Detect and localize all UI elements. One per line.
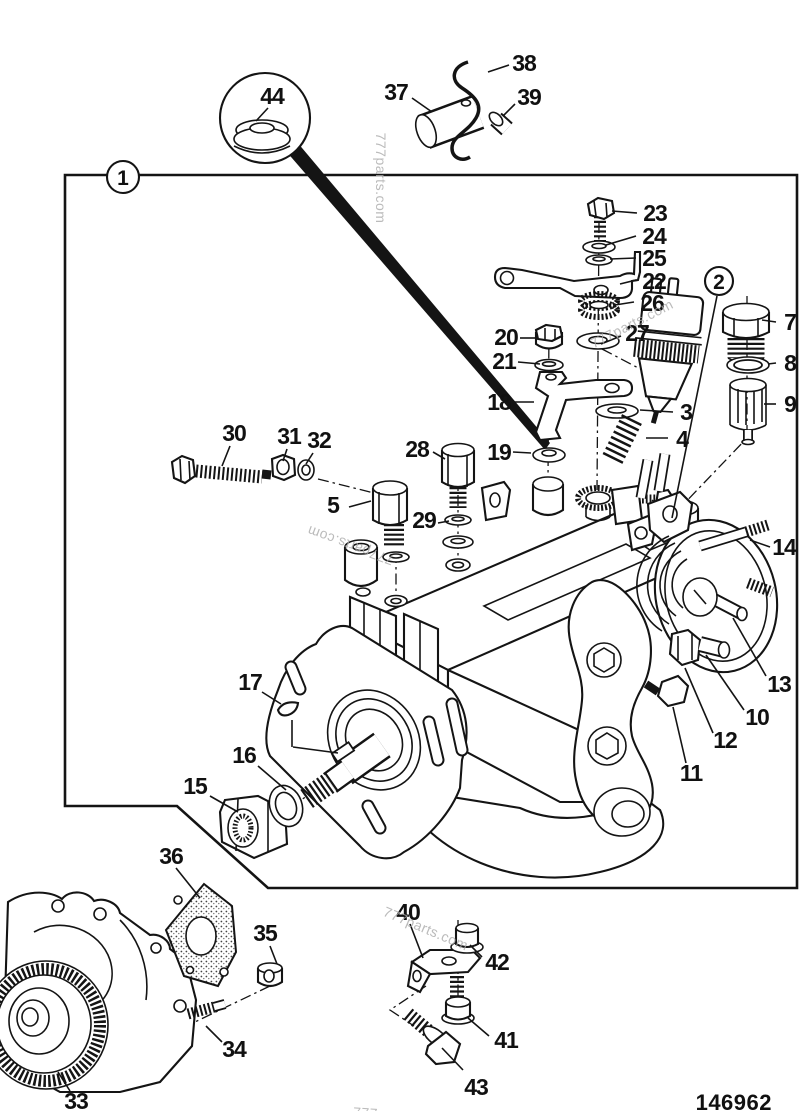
callout-40: 40 (396, 899, 420, 925)
callout-14: 14 (772, 534, 797, 560)
callout-33: 33 (64, 1088, 88, 1111)
callout-27: 27 (625, 320, 649, 346)
balloon-2: 2 (703, 265, 735, 297)
callout-19: 19 (487, 439, 511, 465)
callout-labels: 44 37 38 39 23 24 25 22 26 27 7 8 9 20 2… (64, 50, 798, 1111)
callout-16: 16 (232, 742, 256, 768)
callout-30: 30 (222, 420, 246, 446)
callout-36: 36 (159, 843, 183, 869)
drive-shaft (298, 732, 391, 809)
clip-38 (450, 60, 481, 161)
callout-31: 31 (277, 423, 302, 449)
stud-34-nut-35 (186, 962, 284, 1020)
callout-17: 17 (238, 669, 262, 695)
nut-15-washer-16-key-17 (218, 701, 339, 860)
callout-20: 20 (494, 324, 518, 350)
callout-10: 10 (745, 704, 769, 730)
assembly-boundary-box (63, 173, 799, 890)
bracket-40-group (403, 922, 484, 1066)
watermark-bottom-clipped: 777parts.com (352, 1104, 444, 1111)
callout-25: 25 (642, 245, 667, 271)
pin-37 (414, 95, 485, 149)
bracket-18-washer-19 (532, 370, 634, 463)
callout-9: 9 (784, 391, 796, 417)
stop-solenoid (633, 277, 705, 424)
callout-41: 41 (494, 1027, 519, 1053)
fitting-28 (440, 442, 476, 549)
callout-37: 37 (384, 79, 408, 105)
callout-15: 15 (183, 773, 208, 799)
callout-42: 42 (485, 949, 509, 975)
callout-7: 7 (784, 309, 796, 335)
balloon-1: 1 (105, 159, 141, 195)
injection-pump-body (265, 476, 779, 879)
callout-3: 3 (680, 399, 692, 425)
watermark-vertical: 777parts.com (373, 133, 389, 224)
lever-22 (493, 250, 642, 300)
callout-38: 38 (512, 50, 537, 76)
fitting-5 (371, 480, 410, 563)
callout-24: 24 (642, 223, 667, 249)
callout-32: 32 (307, 427, 331, 453)
callout-4: 4 (676, 426, 689, 452)
spring-4 (602, 414, 642, 465)
callout-13: 13 (767, 671, 791, 697)
solenoid-pins (635, 453, 671, 499)
callout-5: 5 (327, 492, 340, 518)
bolt-23-stack (582, 196, 616, 266)
balloon-2-label: 2 (713, 271, 725, 294)
balloon-44-thick-leader (285, 142, 550, 450)
nut-20-washer-21 (534, 323, 564, 372)
gasket-36 (164, 882, 238, 988)
callout-43: 43 (464, 1074, 488, 1100)
pin-39 (488, 111, 513, 136)
governor-bracket (567, 579, 654, 837)
callout-29: 29 (412, 507, 436, 533)
callout-34: 34 (222, 1036, 247, 1062)
balloon-44 (218, 71, 312, 165)
callout-11: 11 (680, 760, 704, 786)
callout-28: 28 (405, 436, 430, 462)
callout-12: 12 (713, 727, 737, 753)
balloon-1-label: 1 (117, 167, 129, 190)
callout-44: 44 (260, 83, 285, 109)
callout-18: 18 (487, 389, 512, 415)
callout-22: 22 (642, 268, 666, 294)
callout-39: 39 (517, 84, 541, 110)
washer-stack-26-27 (576, 291, 620, 350)
callout-21: 21 (492, 348, 517, 374)
callout-8: 8 (784, 350, 797, 376)
callout-23: 23 (643, 200, 667, 226)
drawing-number: 146962 (696, 1090, 772, 1111)
side-fittings (643, 628, 731, 708)
timing-case-and-gear (0, 891, 198, 1094)
plug-7-seal-8-filter-9 (721, 302, 771, 446)
callout-26: 26 (640, 290, 664, 316)
leader-lines (57, 64, 777, 1092)
bolt-30-nut-31-washer-32 (170, 453, 315, 485)
callout-35: 35 (253, 920, 278, 946)
